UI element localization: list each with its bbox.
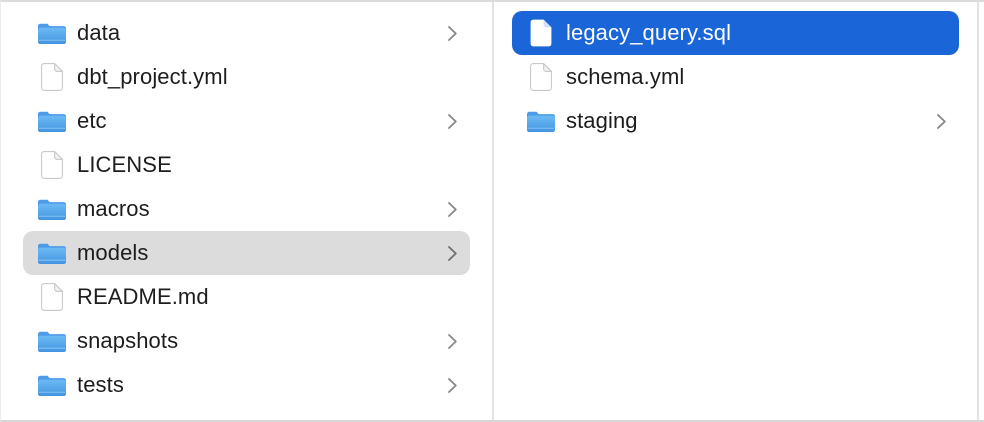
item-label: README.md [77,284,209,309]
chevron-right-icon [448,333,457,349]
chevron-right-icon [448,245,457,261]
chevron-right-icon [937,113,946,129]
file-row[interactable]: dbt_project.yml [23,55,470,99]
item-label: tests [77,372,124,397]
file-row[interactable]: LICENSE [23,143,470,187]
folder-icon [38,111,66,132]
item-label: schema.yml [566,64,685,89]
folder-row[interactable]: macros [23,187,470,231]
finder-column-empty [979,2,984,420]
folder-row[interactable]: tests [23,363,470,407]
folder-icon [38,331,66,352]
folder-icon [38,23,66,44]
folder-row[interactable]: snapshots [23,319,470,363]
file-row-selected[interactable]: legacy_query.sql [512,11,959,55]
chevron-right-icon [448,377,457,393]
item-label: LICENSE [77,152,172,177]
folder-icon [527,111,555,132]
finder-column-parent: data dbt_project.yml [1,2,492,420]
file-icon [41,151,63,179]
item-label: legacy_query.sql [566,20,732,45]
folder-icon [38,375,66,396]
chevron-right-icon [448,25,457,41]
item-label: staging [566,108,638,133]
item-label: macros [77,196,150,221]
item-label: dbt_project.yml [77,64,228,89]
folder-row[interactable]: etc [23,99,470,143]
column-divider-2[interactable] [977,2,979,420]
folder-row[interactable]: staging [512,99,959,143]
column-divider[interactable] [492,2,494,420]
folder-icon [38,243,66,264]
item-label: models [77,240,149,265]
item-label: snapshots [77,328,179,353]
item-label: etc [77,108,107,133]
finder-column-child: legacy_query.sql schema.yml [494,2,977,420]
chevron-right-icon [448,201,457,217]
file-icon [41,63,63,91]
chevron-right-icon [448,113,457,129]
folder-row-selected[interactable]: models [23,231,470,275]
item-label: data [77,20,121,45]
folder-row[interactable]: data [23,11,470,55]
file-icon [530,19,552,47]
file-icon [41,283,63,311]
file-row[interactable]: README.md [23,275,470,319]
folder-icon [38,199,66,220]
file-row[interactable]: schema.yml [512,55,959,99]
file-icon [530,63,552,91]
